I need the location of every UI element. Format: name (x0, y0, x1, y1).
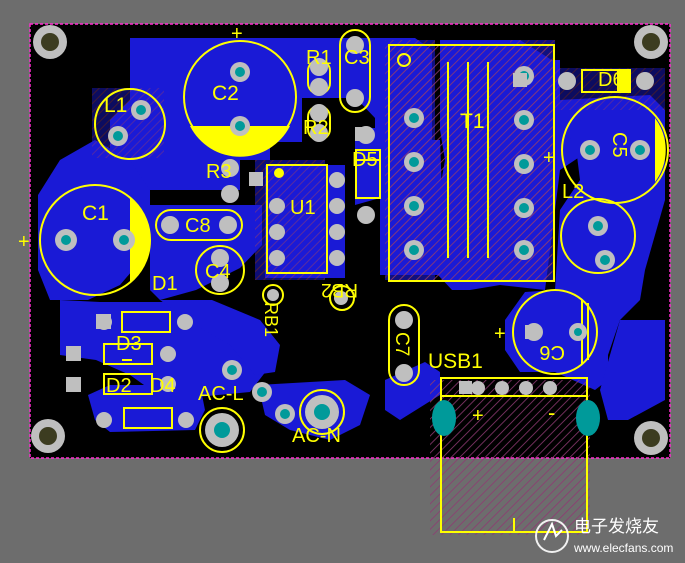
label-l1: L1 (104, 94, 127, 117)
component-labels: L1 C2 + R1 C3 R2 T1 D6 C5 + R3 D5 U1 C1 … (18, 23, 630, 447)
label-d6: D6 (598, 69, 624, 91)
label-c2-plus: + (231, 23, 243, 45)
label-d3: D3 (116, 333, 142, 355)
label-usb1: USB1 (428, 350, 483, 373)
ac-terminals (205, 395, 339, 447)
label-r2: R2 (303, 117, 329, 139)
label-c3: C3 (344, 47, 370, 69)
label-c8: C8 (185, 215, 211, 237)
label-c2: C2 (212, 82, 239, 105)
label-c6-plus: + (494, 323, 506, 345)
label-c7: C7 (391, 332, 412, 356)
label-d2: D2 (106, 375, 132, 397)
label-c1-plus: + (18, 231, 30, 253)
label-t1: T1 (460, 110, 485, 133)
label-c1: C1 (82, 202, 109, 225)
label-usb-plus: + (472, 405, 484, 427)
label-c6: C6 (539, 341, 565, 363)
watermark-url: www.elecfans.com (573, 541, 673, 555)
label-d1: D1 (152, 273, 178, 295)
watermark: 电子发烧友 www.elecfans.com (535, 517, 673, 555)
hatched-areas (92, 40, 665, 535)
label-ac-l: AC-L (198, 383, 244, 405)
usb-tabs (432, 400, 600, 436)
mounting-holes (31, 25, 668, 455)
label-d5: D5 (352, 149, 378, 171)
watermark-title: 电子发烧友 (574, 517, 659, 537)
label-u1: U1 (290, 197, 316, 219)
label-rb2: RB2 (321, 279, 358, 300)
label-c5: C5 (608, 132, 630, 158)
silkscreen (39, 29, 669, 533)
label-l2: L2 (562, 181, 584, 203)
square-pads (66, 73, 539, 394)
label-rb1: RB1 (261, 302, 281, 337)
label-usb-minus: - (548, 400, 555, 425)
label-r3: R3 (206, 161, 232, 183)
label-ac-n: AC-N (292, 425, 341, 447)
label-c4: C4 (205, 261, 231, 283)
label-d4: D4 (150, 375, 176, 397)
label-c5-plus: + (543, 147, 555, 169)
label-r1: R1 (306, 47, 332, 69)
